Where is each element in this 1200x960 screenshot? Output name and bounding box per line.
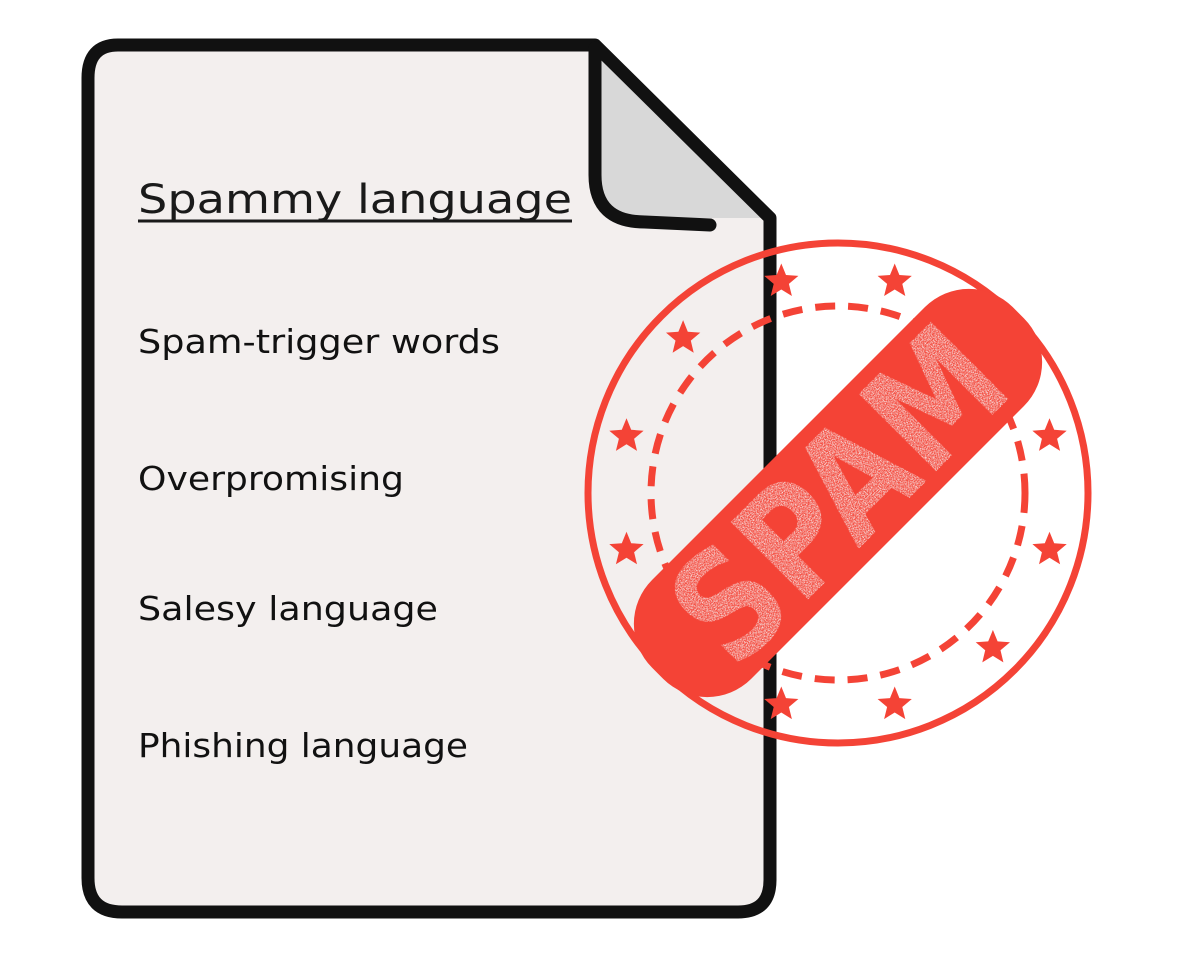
star-icon [609,418,644,451]
stamp-inner-dashed-ring [647,302,1029,684]
document-outline [81,38,777,919]
stamp-banner-band [633,288,1043,698]
list-item: Phishing language [138,726,468,765]
stamp-outer-ring [584,239,1092,747]
star-icon [975,629,1010,663]
list-item: Spam-trigger words [138,322,500,361]
document-fold-outline [588,41,717,232]
star-icon [764,686,799,720]
document: Spammy language Spam-trigger words Overp… [81,38,777,919]
star-icon [764,263,799,296]
star-icon [877,686,912,720]
document-title: Spammy language [138,177,572,223]
list-item: Overpromising [138,459,404,498]
document-page [88,45,770,912]
star-icon [1032,531,1067,565]
list-item: Salesy language [138,589,438,628]
star-icon [877,263,912,296]
star-icon [609,531,644,565]
stamp-stars [609,263,1067,720]
star-icon [666,320,701,353]
star-icon [1032,418,1067,451]
